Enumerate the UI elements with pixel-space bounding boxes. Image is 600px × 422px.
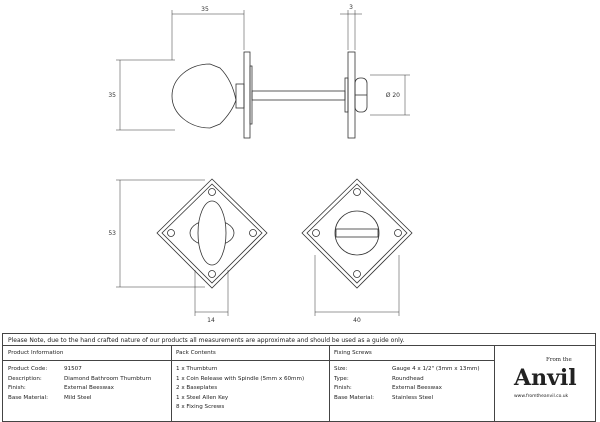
info-key: Product Code: [8,366,48,372]
product-information-section: Product Information Product Code: 91507 D… [3,346,172,421]
product-info-table: Product Information Product Code: 91507 D… [2,346,596,422]
dim-knob-width: 35 [201,6,209,13]
fixing-screws-section: Fixing Screws Size: Gauge 4 x 1/2" (3mm x… [329,346,495,421]
info-row: Finish: External Beeswax [3,384,171,394]
screw-value: Roundhead [392,375,424,382]
pack-item: 1 x Steel Allen Key [176,394,229,401]
info-key: Finish: [8,385,26,391]
info-value: External Beeswax [64,385,114,391]
pack-item: 8 x Fixing Screws [176,404,225,410]
screw-key: Base Material: [334,394,375,401]
section-title: Product Information [3,346,171,361]
dim-thumbturn-width: 14 [207,317,215,324]
pack-item: 1 x Thumbturn [176,366,218,372]
screw-key: Type: [334,375,349,382]
section-title: Pack Contents [171,346,329,361]
dim-plate-thickness: 3 [349,4,353,11]
from-the-anvil-logo: From the Anvil www.fromtheanvil.co.uk [496,346,595,421]
info-key: Description: [8,375,42,382]
side-view-thumbturn [171,51,368,139]
dim-knob-height: 35 [108,92,116,99]
info-row: Description: Diamond Bathroom Thumbturn [3,375,171,385]
screw-row: Base Material: Stainless Steel [329,394,494,404]
info-value: 91507 [64,366,82,372]
info-key: Base Material: [8,394,49,401]
screw-value: External Beeswax [392,385,442,391]
logo-name: Anvil [514,365,577,391]
section-title: Fixing Screws [329,346,494,361]
screw-row: Size: Gauge 4 x 1/2" (3mm x 13mm) [329,365,494,375]
front-view-thumbturn [156,178,268,289]
dimension-lines [116,10,410,316]
pack-item: 1 x Coin Release with Spindle (5mm x 60m… [176,375,305,382]
screw-key: Finish: [334,385,352,391]
info-value: Diamond Bathroom Thumbturn [64,375,152,382]
logo-url: www.fromtheanvil.co.uk [514,394,569,399]
dim-release-width: 40 [353,317,361,324]
pack-item: 2 x Baseplates [176,385,218,391]
technical-drawing: 35 3 35 Ø 20 53 14 40 [108,4,413,324]
front-view-coin-release [301,178,413,289]
screw-key: Size: [334,366,348,372]
screw-value: Stainless Steel [392,394,434,401]
dim-plate-height: 53 [108,230,116,237]
screw-value: Gauge 4 x 1/2" (3mm x 13mm) [392,366,480,372]
logo-from: From the [546,357,572,363]
screw-row: Type: Roundhead [329,375,494,385]
info-value: Mild Steel [64,394,92,401]
measurement-note: Please Note, due to the hand crafted nat… [2,333,596,346]
pack-contents-section: Pack Contents 1 x Thumbturn 1 x Coin Rel… [171,346,330,421]
screw-row: Finish: External Beeswax [329,384,494,394]
info-row: Base Material: Mild Steel [3,394,171,404]
dim-diameter: Ø 20 [386,92,400,99]
info-row: Product Code: 91507 [3,365,171,375]
